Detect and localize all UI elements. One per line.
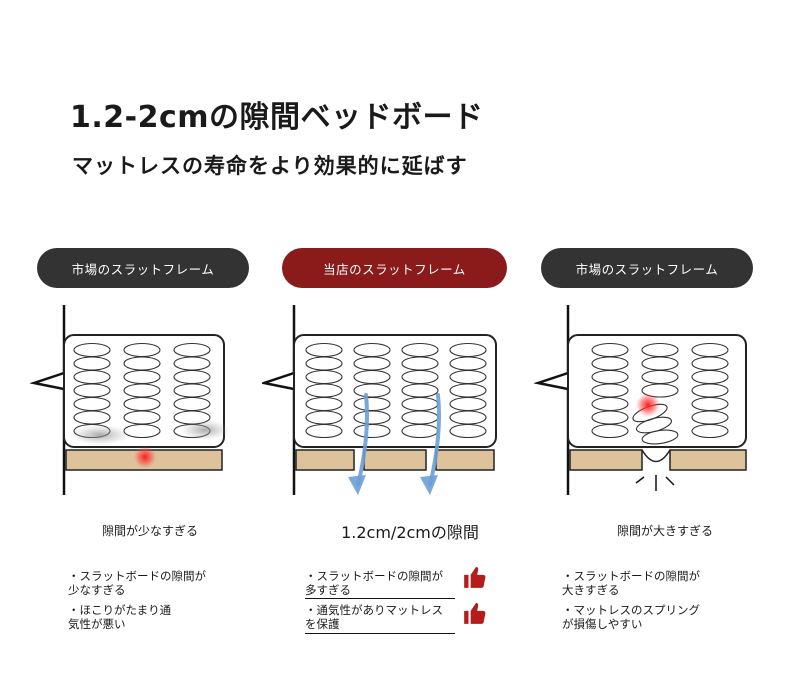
- caption-large-gap: 隙間が大きすぎる: [616, 524, 713, 538]
- headboard-line: [262, 305, 296, 495]
- slat-board: [363, 449, 427, 471]
- panel-label-ours: 当店のスラットフレーム: [282, 248, 507, 288]
- divider: [305, 633, 455, 634]
- bullet-3-1: ・スラットボードの隙間が 大きすぎる: [562, 569, 700, 597]
- slat-board: [435, 449, 495, 471]
- pressure-point-icon: [636, 393, 660, 417]
- slat-board: [669, 449, 747, 471]
- spring-coil: [353, 423, 391, 439]
- panel-label-market-2: 市場のスラットフレーム: [541, 248, 753, 288]
- spring-coil: [591, 423, 629, 439]
- divider: [305, 598, 455, 599]
- page-subtitle: マットレスの寿命をより効果的に延ばす: [72, 154, 468, 178]
- spring-coil: [641, 383, 679, 398]
- mattress: [567, 334, 747, 448]
- air-flow-arrow-icon: [356, 393, 441, 487]
- panel-label-market-1: 市場のスラットフレーム: [37, 248, 249, 288]
- spring-coil-collapsed: [641, 429, 679, 445]
- headboard-line: [30, 305, 66, 495]
- caption-ideal-gap: 1.2cm/2cmの隙間: [341, 523, 479, 542]
- diagram-ideal-gap: [262, 305, 497, 495]
- spring-coil: [305, 423, 343, 439]
- crack-lines: [635, 475, 675, 491]
- mattress: [293, 334, 497, 448]
- spring-coil: [449, 423, 487, 439]
- bullet-1-2: ・ほこりがたまり通 気性が悪い: [68, 603, 172, 631]
- headboard-line: [534, 305, 570, 495]
- thumbs-up-icon: [464, 566, 486, 588]
- page-title: 1.2-2cmの隙間ベッドボード: [70, 100, 484, 135]
- pressure-point-icon: [134, 446, 156, 468]
- bullet-3-2: ・マットレスのスプリング が損傷しやすい: [562, 603, 700, 631]
- diagram-large-gap: [534, 305, 747, 495]
- bullet-1-1: ・スラットボードの隙間が 少なすぎる: [68, 569, 206, 597]
- diagram-small-gap: [30, 305, 230, 495]
- caption-small-gap: 隙間が少なすぎる: [101, 524, 198, 538]
- bullet-2-1: ・スラットボードの隙間が 多すぎる: [305, 569, 443, 597]
- bullet-2-2: ・通気性がありマットレス を保護: [305, 603, 443, 631]
- slat-board: [569, 449, 643, 471]
- slat-board: [295, 449, 355, 471]
- spring-coil: [691, 423, 729, 439]
- thumbs-up-icon: [464, 602, 486, 624]
